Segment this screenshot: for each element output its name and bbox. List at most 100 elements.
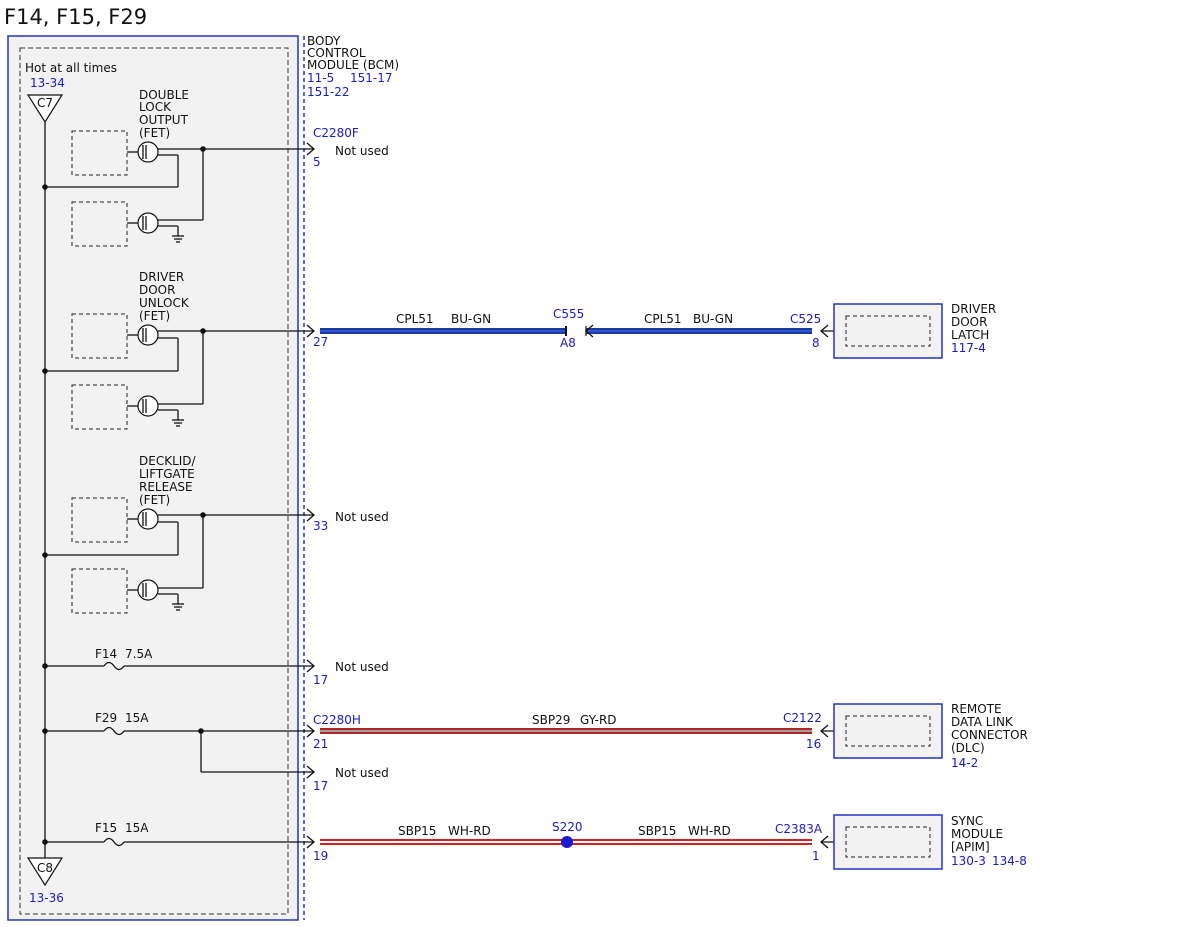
component-name-line: [APIM] xyxy=(951,840,990,854)
not-used-label: Not used xyxy=(335,510,389,524)
splice-s220-icon[interactable] xyxy=(561,836,573,848)
not-used-label: Not used xyxy=(335,144,389,158)
pin-number: A8 xyxy=(560,336,576,350)
fet-label-line: RELEASE xyxy=(139,480,193,494)
connector-c525[interactable]: C525 xyxy=(790,312,821,326)
connector-c2280h[interactable]: C2280H xyxy=(313,713,361,727)
ground-icon xyxy=(172,603,184,611)
fuse-id: F14 xyxy=(95,647,117,661)
pin-number: 17 xyxy=(313,673,328,687)
pin-number: 1 xyxy=(812,849,820,863)
component-ref[interactable]: 130-3 xyxy=(951,854,986,868)
fet-label-line: (FET) xyxy=(139,493,170,507)
fuse-rating: 15A xyxy=(125,711,149,725)
wire-circuit-label: SBP29 xyxy=(532,713,570,727)
fet-label-line: DRIVER xyxy=(139,270,184,284)
fet-driver-box xyxy=(71,568,128,614)
component-ref[interactable]: 117-4 xyxy=(951,341,986,355)
fet-driver-box xyxy=(71,384,128,430)
fuse-icon xyxy=(103,726,125,736)
wire-circuit-label: SBP15 xyxy=(398,824,436,838)
fet-label-line: (FET) xyxy=(139,309,170,323)
hot-at-all-times-label: Hot at all times xyxy=(25,61,117,75)
pin-number: 8 xyxy=(812,336,820,350)
fet-transistor-icon xyxy=(137,212,159,234)
inline-connector-c555 xyxy=(565,324,594,338)
ground-icon xyxy=(172,419,184,427)
connector-c2122[interactable]: C2122 xyxy=(783,711,822,725)
fet-label-line: UNLOCK xyxy=(139,296,190,310)
top-ground-symbol xyxy=(26,94,64,124)
fet-label-line: (FET) xyxy=(139,126,170,140)
fet-driver-box xyxy=(71,497,128,543)
fuse-rating: 15A xyxy=(125,821,149,835)
connector-c555[interactable]: C555 xyxy=(553,307,584,321)
component-name-line: REMOTE xyxy=(951,702,1002,716)
pin-number: 33 xyxy=(313,519,328,533)
component-driver-door-latch[interactable] xyxy=(833,303,943,359)
fuse-icon xyxy=(103,837,125,847)
fet-decklid-liftgate-release: DECKLID/ LIFTGATE RELEASE (FET) xyxy=(42,454,313,614)
not-used-label: Not used xyxy=(335,660,389,674)
component-ref[interactable]: 14-2 xyxy=(951,756,978,770)
fuse-id: F29 xyxy=(95,711,117,725)
fet-driver-box xyxy=(71,130,128,176)
component-name-line: SYNC xyxy=(951,814,983,828)
connector-c2383a[interactable]: C2383A xyxy=(775,822,823,836)
fet-label-line: OUTPUT xyxy=(139,113,189,127)
fet-transistor-icon xyxy=(137,324,159,346)
component-dlc[interactable] xyxy=(833,703,943,759)
bottom-ground-label: C8 xyxy=(37,861,53,875)
connector-c2280f[interactable]: C2280F xyxy=(313,126,359,140)
fet-label-line: LOCK xyxy=(139,100,172,114)
fet-transistor-icon xyxy=(137,579,159,601)
pin-arrow-icon xyxy=(306,508,315,522)
pin-arrow-icon xyxy=(306,659,315,673)
pin-arrow-icon xyxy=(306,835,315,849)
component-sync-module[interactable] xyxy=(833,814,943,870)
fet-driver-box xyxy=(71,201,128,247)
top-ground-label: C7 xyxy=(37,96,53,110)
top-ground-ref[interactable]: 13-34 xyxy=(30,76,65,90)
bcm-inner-frame xyxy=(19,47,289,915)
fet-label-line: DECKLID/ xyxy=(139,454,197,468)
pin-arrow-icon xyxy=(306,765,315,779)
bcm-name-line-2: CONTROL xyxy=(307,46,366,60)
wire-color-label: WH-RD xyxy=(448,824,491,838)
pin-arrow-icon xyxy=(306,324,315,338)
component-ref[interactable]: 134-8 xyxy=(992,854,1027,868)
pin-arrow-icon xyxy=(306,142,315,156)
component-name-line: DATA LINK xyxy=(951,715,1014,729)
fet-transistor-icon xyxy=(137,141,159,163)
fuse-id: F15 xyxy=(95,821,117,835)
pin-number: 27 xyxy=(313,335,328,349)
bottom-ground-symbol xyxy=(26,857,64,887)
pin-number: 17 xyxy=(313,779,328,793)
component-name-line: MODULE xyxy=(951,827,1003,841)
bcm-ref-2[interactable]: 151-17 xyxy=(350,71,393,85)
fet-label-line: LIFTGATE xyxy=(139,467,195,481)
fuse-f14: F14 7.5A xyxy=(42,647,313,671)
fet-label-line: DOOR xyxy=(139,283,175,297)
bcm-ref-1[interactable]: 11-5 xyxy=(307,71,334,85)
fuse-icon xyxy=(103,661,125,671)
bcm-name-line-1: BODY xyxy=(307,34,341,48)
bcm-name-line-3: MODULE (BCM) xyxy=(307,58,399,72)
pin-number: 16 xyxy=(806,737,821,751)
bcm-frame xyxy=(7,35,299,921)
pin-arrow-icon xyxy=(306,724,315,738)
component-name-line: DRIVER xyxy=(951,302,996,316)
wire-circuit-label: SBP15 xyxy=(638,824,676,838)
bottom-ground-ref[interactable]: 13-36 xyxy=(29,891,64,905)
component-name-line: (DLC) xyxy=(951,741,985,755)
splice-s220[interactable]: S220 xyxy=(552,820,583,834)
page-title: F14, F15, F29 xyxy=(4,5,147,29)
pin-number: 5 xyxy=(313,155,321,169)
fet-driver-box xyxy=(71,313,128,359)
bcm-ref-3[interactable]: 151-22 xyxy=(307,85,350,99)
pin-number: 21 xyxy=(313,737,328,751)
fet-transistor-icon xyxy=(137,508,159,530)
wire-color-label: WH-RD xyxy=(688,824,731,838)
wire-color-label: BU-GN xyxy=(693,312,733,326)
